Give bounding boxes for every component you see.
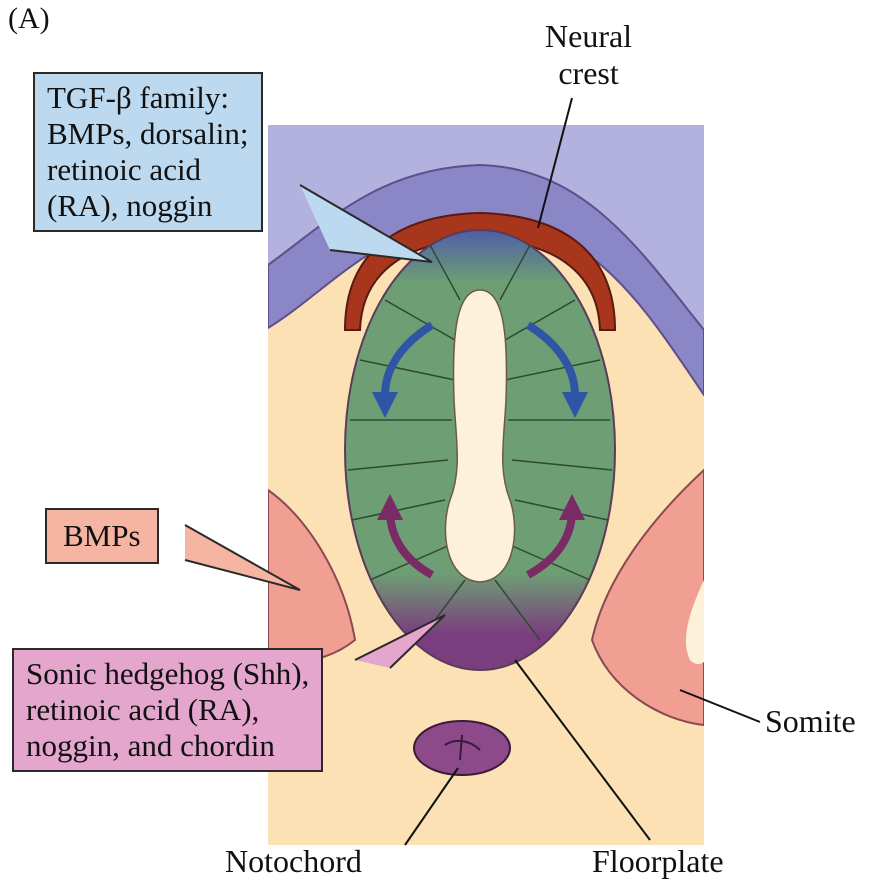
neural-tube-lumen (445, 290, 514, 582)
neural-crest-label-line-1: Neural (545, 18, 632, 55)
dorsal-signals-line-3: retinoic acid (47, 152, 249, 188)
dorsal-signals-line-4: (RA), noggin (47, 188, 249, 224)
dorsal-signals-line-1: TGF-β family: (47, 80, 249, 116)
neural-crest-label-line-2: crest (545, 55, 632, 92)
ventral-signals-line-1: Sonic hedgehog (Shh), (26, 656, 309, 692)
somite-signals-box: BMPs (45, 508, 159, 564)
notochord (414, 721, 510, 775)
panel-label: (A) (8, 2, 50, 37)
dorsal-signals-box: TGF-β family: BMPs, dorsalin; retinoic a… (33, 72, 263, 232)
neural-crest-label: Neural crest (545, 18, 632, 92)
dorsal-signals-line-2: BMPs, dorsalin; (47, 116, 249, 152)
floorplate-label: Floorplate (592, 843, 724, 880)
ventral-signals-line-3: noggin, and chordin (26, 728, 309, 764)
ventral-signals-line-2: retinoic acid (RA), (26, 692, 309, 728)
somite-signals-line-1: BMPs (63, 518, 141, 554)
ventral-signals-box: Sonic hedgehog (Shh), retinoic acid (RA)… (12, 648, 323, 772)
somite-label: Somite (765, 703, 856, 740)
notochord-label: Notochord (225, 843, 362, 880)
